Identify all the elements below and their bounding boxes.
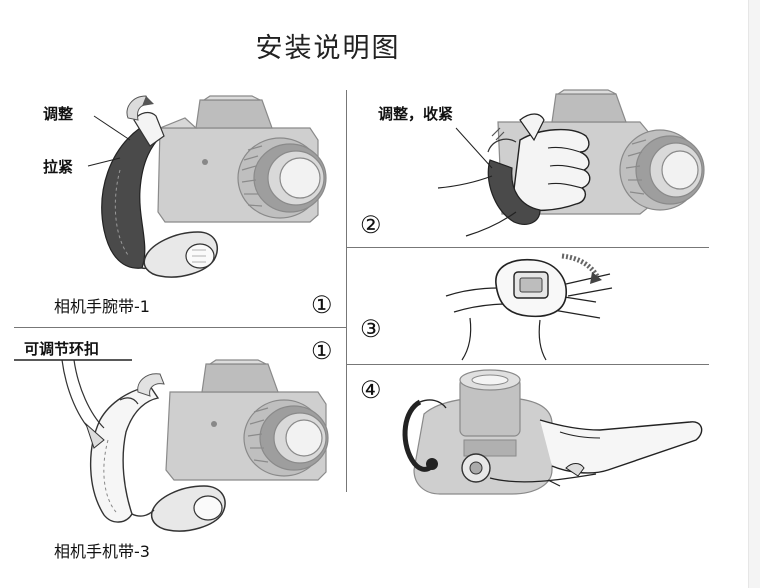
label-adjustable-buckle: 可调节环扣: [24, 340, 100, 358]
page-right-margin: [748, 0, 760, 588]
wrist-strap-illustration: [87, 95, 327, 278]
step-2-marker: ②: [360, 211, 382, 239]
camera-strap-illustration: [14, 359, 329, 532]
step-1-marker: ①: [311, 291, 333, 319]
label-camera-strap: 相机手机带-3: [54, 542, 150, 561]
step-4-marker: ④: [360, 376, 382, 404]
step-3-marker: ③: [360, 315, 382, 343]
label-wrist-strap: 相机手腕带-1: [54, 297, 150, 316]
label-tighten: 拉紧: [43, 158, 74, 176]
vertical-divider: [346, 90, 347, 492]
step-4-illustration: [402, 369, 703, 495]
label-adjust-tighten: 调整，收紧: [378, 105, 454, 123]
page-title: 安装说明图: [255, 33, 401, 64]
left-horizontal-divider: [14, 327, 346, 328]
right-divider-2: [347, 364, 709, 365]
step-3-illustration: [445, 253, 613, 361]
right-divider-1: [347, 247, 709, 248]
step-1b-marker: ①: [311, 337, 333, 365]
label-adjust: 调整: [43, 105, 74, 123]
step-2-illustration: [437, 89, 705, 237]
